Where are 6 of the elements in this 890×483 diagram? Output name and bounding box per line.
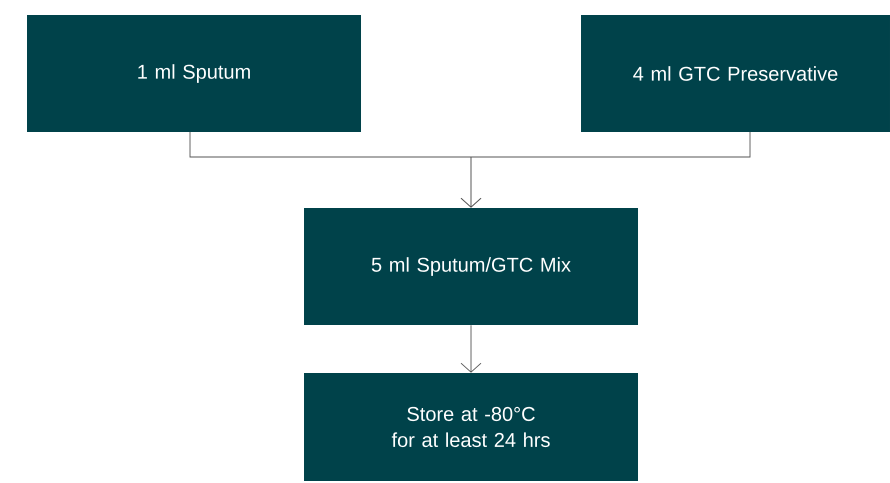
arrow <box>460 324 482 373</box>
process-box: Store at -80°C for at least 24 hrs <box>304 373 638 481</box>
process-box: 5 ml Sputum/GTC Mix <box>304 208 638 325</box>
process-box: 4 ml GTC Preservative <box>581 15 890 132</box>
process-box: 1 ml Sputum <box>27 15 361 132</box>
arrow <box>460 132 750 208</box>
